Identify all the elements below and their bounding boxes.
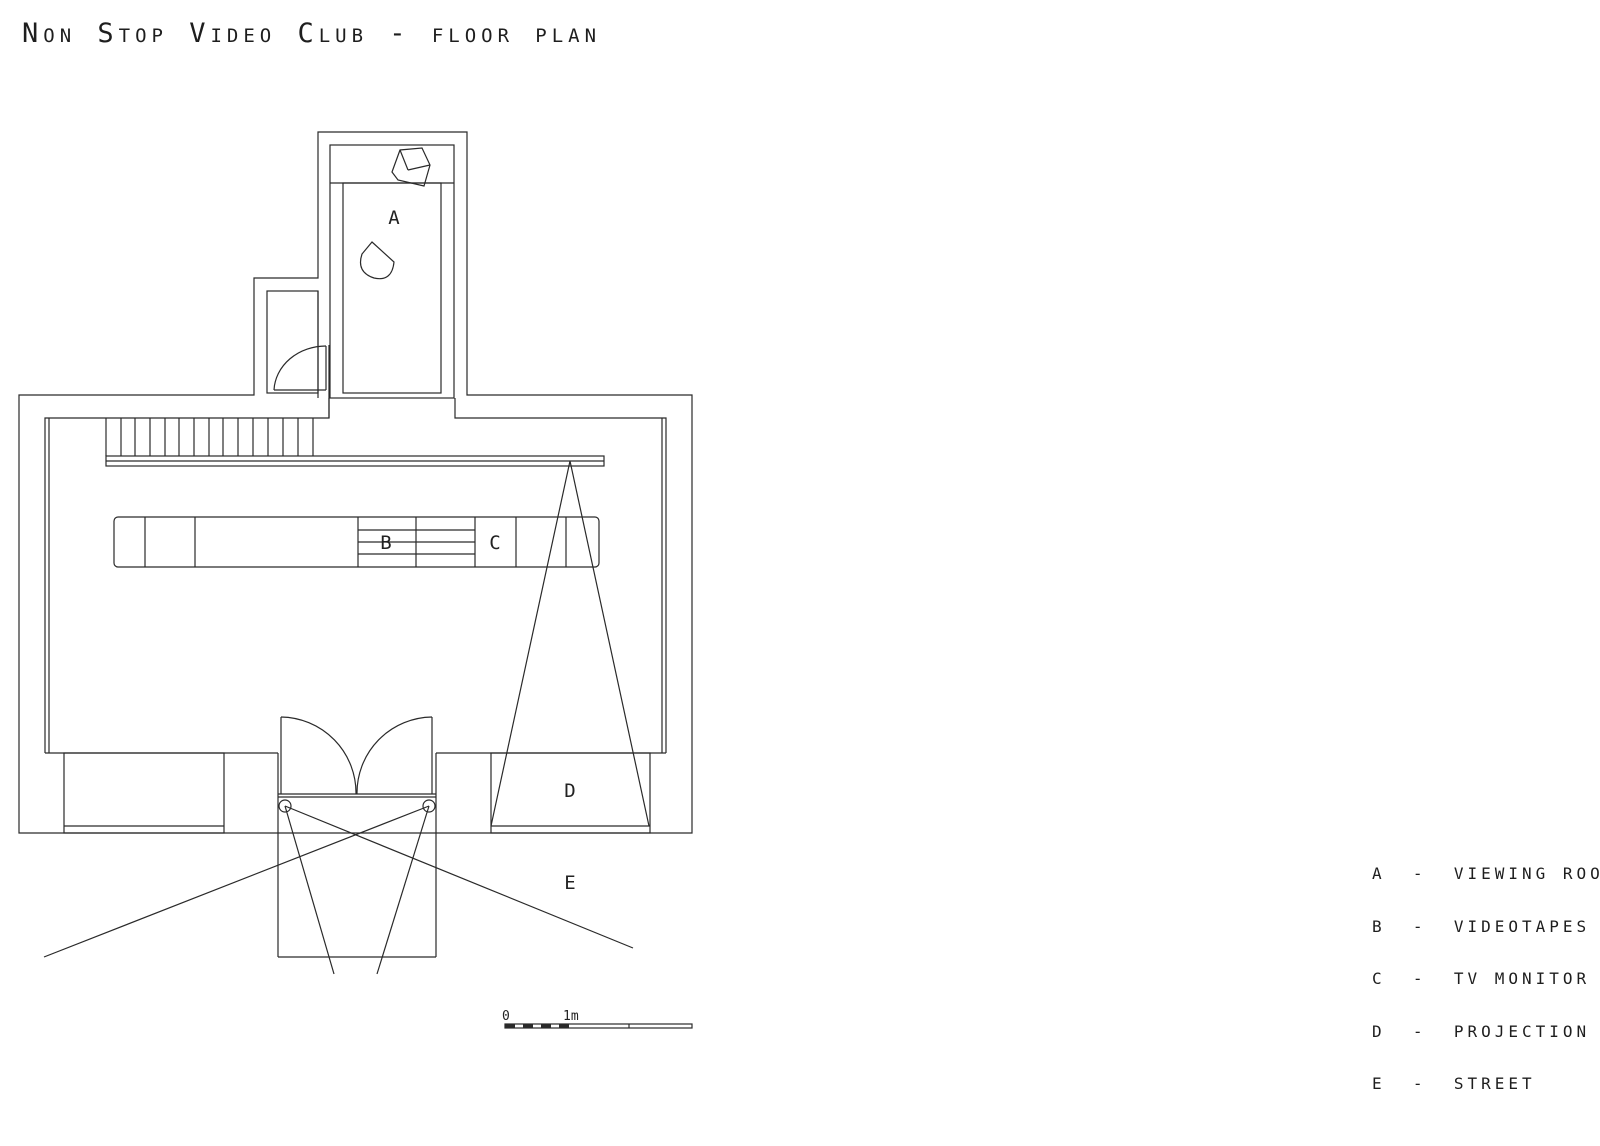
street-beam	[376, 805, 430, 975]
viewing-room	[329, 144, 455, 399]
street-beam	[284, 805, 335, 975]
room-label-b: B	[380, 532, 391, 554]
outer-wall	[18, 131, 693, 834]
projector-icon-line	[399, 149, 409, 171]
scale-start-label: 0	[502, 1009, 510, 1024]
legend-item-d: D - PROJECTION	[1372, 1021, 1591, 1041]
projector-icon-line	[407, 164, 431, 171]
door-swing-right	[356, 716, 433, 795]
scale-unit-label: 1m	[563, 1009, 579, 1024]
legend-item-a: A - VIEWING ROOM	[1372, 864, 1600, 883]
street-beam	[43, 805, 430, 958]
chair-icon	[359, 241, 395, 280]
projection-beam	[490, 460, 650, 827]
street-beam	[284, 805, 634, 949]
side-room	[266, 290, 319, 394]
window-bay-right	[490, 752, 651, 834]
inner-wall-right	[454, 398, 667, 753]
stairs	[105, 418, 314, 456]
legend: A - VIEWING ROOM B - VIDEOTAPES C - TV M…	[1372, 860, 1600, 1123]
window-bay-left	[63, 752, 225, 834]
legend-item-e: E - STREET	[1372, 1074, 1536, 1093]
room-label-c: C	[489, 532, 500, 554]
projector-icon	[391, 147, 431, 187]
scale-bar: 0 1m	[502, 1009, 693, 1029]
inner-wall	[44, 398, 330, 753]
door-swing-left	[280, 716, 357, 795]
projector-right-icon	[422, 799, 436, 813]
projector-left-icon	[278, 799, 292, 813]
counter	[113, 516, 600, 568]
room-label-a: A	[388, 207, 400, 229]
side-room-door	[273, 345, 327, 391]
page-title: Non Stop Video Club - floor plan	[22, 18, 602, 49]
legend-item-c: C - TV MONITOR	[1372, 969, 1591, 988]
legend-item-b: B - VIDEOTAPES	[1372, 916, 1591, 936]
room-label-e: E	[564, 872, 575, 894]
room-label-d: D	[564, 780, 575, 802]
